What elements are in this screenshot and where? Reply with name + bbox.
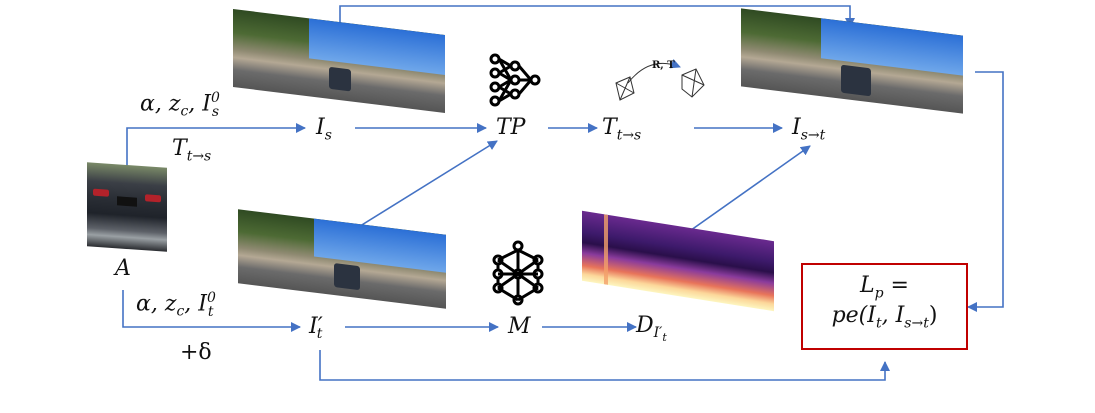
pose-transform-icon xyxy=(615,59,705,101)
node-D: DI′t xyxy=(636,313,667,345)
pose-label: R, T xyxy=(652,60,675,71)
depth-pole xyxy=(604,214,608,285)
node-I-s-to-t: Is→t xyxy=(792,115,826,144)
neural-network-icon-m xyxy=(492,240,544,306)
node-M: M xyxy=(508,314,531,339)
loss-line-1: Lp = xyxy=(859,273,909,302)
loss-box: Lp = pe(It, Is→t) xyxy=(801,263,968,350)
car-in-scene xyxy=(329,66,351,92)
neural-network-icon-tp xyxy=(489,53,541,107)
label-top-params: α, zc, I0s xyxy=(140,90,220,120)
label-perturbation: +δ xyxy=(180,340,212,365)
label-top-transform: Tt→s xyxy=(172,136,212,165)
car-taillight-left xyxy=(93,188,109,197)
node-T: Tt→s xyxy=(602,115,642,144)
car-plate xyxy=(117,196,137,207)
node-TP: TP xyxy=(496,115,526,140)
car-in-scene xyxy=(841,64,871,97)
node-A: A xyxy=(115,256,131,281)
car-image xyxy=(87,162,167,252)
node-I-t-prime: I′t xyxy=(309,314,323,343)
loss-line-2: pe(It, Is→t) xyxy=(831,303,938,332)
car-taillight-right xyxy=(145,194,161,203)
node-I-s: Is xyxy=(316,115,332,144)
label-bottom-params: α, zc, I0t xyxy=(136,290,216,320)
car-in-scene xyxy=(334,263,360,291)
